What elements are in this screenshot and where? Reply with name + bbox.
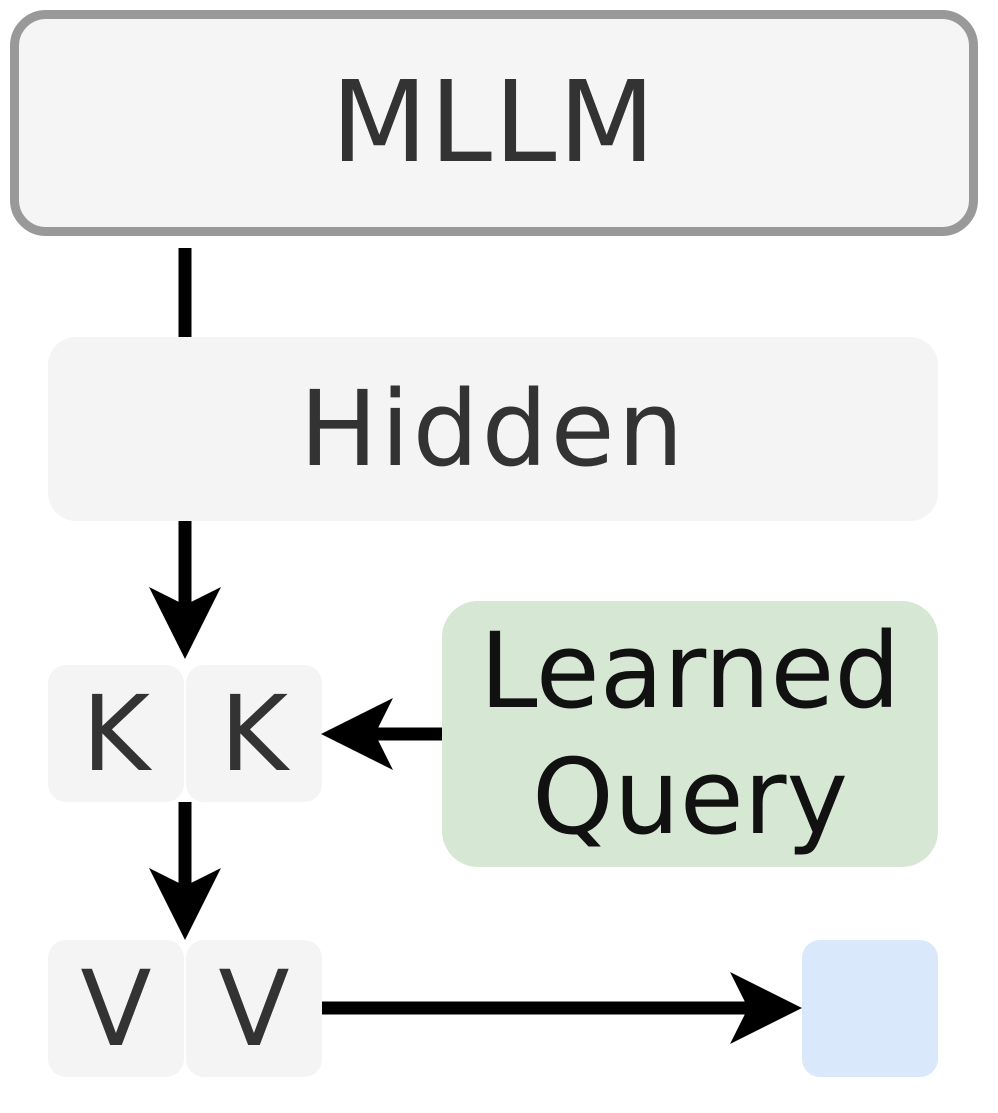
key-to-value-arrow-head [149, 868, 221, 940]
value-label: V [218, 947, 290, 1070]
hidden-label: Hidden [299, 368, 687, 490]
value-label: V [80, 947, 152, 1070]
learned-query-line-1: Learned [479, 610, 901, 732]
output-block [802, 940, 938, 1077]
key-label: K [81, 672, 151, 795]
key-cell-2: K [186, 665, 322, 802]
mllm-label: MLLM [330, 58, 658, 188]
query-to-key-arrow-head [321, 698, 393, 770]
learned-query-line-2: Query [531, 736, 849, 858]
value-cell-2: V [186, 940, 322, 1077]
learned-query-block: Learned Query [442, 601, 938, 867]
value-cell-1: V [48, 940, 184, 1077]
hidden-block: Hidden [48, 337, 938, 521]
key-cell-1: K [48, 665, 184, 802]
value-to-output-arrow-head [730, 972, 802, 1044]
hidden-to-key-arrow-head [149, 587, 221, 659]
mllm-block: MLLM [10, 10, 978, 236]
key-label: K [219, 672, 289, 795]
